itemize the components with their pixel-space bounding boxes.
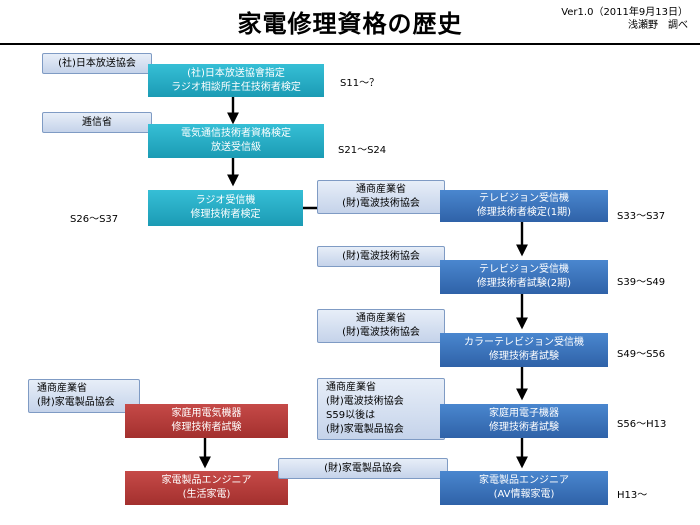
org-text: (財)電波技術協会	[342, 250, 420, 262]
org-label-teishin: 逓信省	[42, 112, 152, 133]
author-label: 浅瀬野 調べ	[628, 20, 688, 31]
cert-line: (社)日本放送協會指定	[187, 67, 285, 79]
org-text: (社)日本放送協会	[58, 57, 136, 69]
org-label-tsusan-denpa-2: 通商産業省 (財)電波技術協会	[317, 309, 445, 343]
era-s26: S26～S37	[70, 214, 119, 225]
cert-line: 修理技術者試験	[489, 351, 559, 362]
cert-line: 修理技術者試験(2期)	[476, 278, 572, 289]
era-h13: H13～	[617, 490, 648, 501]
cert-line: ラジオ相談所主任技術者検定	[171, 81, 301, 93]
version-info: Ver1.0（2011年9月13日） 浅瀬野 調べ	[561, 6, 688, 32]
cert-line: 放送受信級	[211, 142, 261, 153]
org-text: 通商産業省	[356, 313, 406, 324]
title-divider	[0, 43, 700, 45]
era-s21: S21～S24	[338, 145, 387, 156]
org-label-tsusan-denpa: 通商産業省 (財)電波技術協会	[317, 180, 445, 214]
cert-line: テレビジョン受信機	[479, 193, 569, 204]
cert-line: (AV情報家電)	[493, 489, 555, 500]
era-s33: S33～S37	[617, 211, 666, 222]
org-label-tsusan-kaden: 通商産業省 (財)家電製品協会	[28, 379, 140, 413]
cert-line: テレビジョン受信機	[479, 264, 569, 275]
org-label-tsusan-denpa-s59: 通商産業省 (財)電波技術協会 S59以後は (財)家電製品協会	[317, 378, 445, 440]
era-s49: S49～S56	[617, 349, 666, 360]
org-text: S59以後は	[326, 410, 376, 421]
org-text: (財)電波技術協会	[342, 327, 420, 338]
org-text: 通商産業省	[326, 382, 376, 393]
cert-line: (生活家電)	[182, 489, 231, 500]
cert-color-tv: カラーテレビジョン受信機 修理技術者試験	[440, 333, 608, 367]
org-text: 通商産業省	[356, 184, 406, 195]
cert-home-electric: 家庭用電気機器 修理技術者試験	[125, 404, 288, 438]
page-title: 家電修理資格の歴史	[237, 10, 463, 38]
cert-line: 家電製品エンジニア	[479, 475, 569, 486]
org-text: (財)電波技術協会	[342, 198, 420, 209]
org-text: (財)電波技術協会	[326, 396, 404, 407]
era-s56: S56～H13	[617, 419, 667, 430]
cert-engineer-av: 家電製品エンジニア (AV情報家電)	[440, 471, 608, 505]
cert-line: 修理技術者検定	[190, 209, 261, 220]
org-text: (財)家電製品協会	[326, 424, 404, 435]
cert-line: 家庭用電気機器	[171, 408, 242, 419]
cert-radio-receiver: ラジオ受信機 修理技術者検定	[148, 190, 303, 226]
cert-line: 電気通信技術者資格検定	[181, 128, 291, 139]
org-text: (財)家電製品協会	[37, 397, 115, 408]
era-s39: S39～S49	[617, 277, 666, 288]
org-text: 通商産業省	[37, 383, 87, 394]
cert-tv-1: テレビジョン受信機 修理技術者検定(1期)	[440, 190, 608, 222]
cert-line: 家庭用電子機器	[489, 408, 559, 419]
cert-denki-tsushin: 電気通信技術者資格検定 放送受信級	[148, 124, 324, 158]
cert-line: 修理技術者試験	[171, 422, 242, 433]
cert-line: 家電製品エンジニア	[161, 475, 252, 486]
era-s11: S11～？	[340, 78, 380, 89]
cert-line: 修理技術者試験	[489, 422, 559, 433]
org-label-kaden-kyokai: (財)家電製品協会	[278, 458, 448, 479]
cert-line: ラジオ受信機	[195, 195, 256, 206]
org-text: (財)家電製品協会	[324, 462, 402, 474]
org-label-denpa: (財)電波技術協会	[317, 246, 445, 267]
cert-engineer-life: 家電製品エンジニア (生活家電)	[125, 471, 288, 505]
org-label-nhk: (社)日本放送協会	[42, 53, 152, 74]
cert-home-electronic: 家庭用電子機器 修理技術者試験	[440, 404, 608, 438]
version-label: Ver1.0（2011年9月13日）	[561, 7, 688, 18]
org-text: 逓信省	[82, 116, 112, 128]
cert-line: 修理技術者検定(1期)	[476, 207, 572, 218]
cert-line: カラーテレビジョン受信機	[464, 337, 584, 348]
cert-radio-consult: (社)日本放送協會指定 ラジオ相談所主任技術者検定	[148, 64, 324, 97]
cert-tv-2: テレビジョン受信機 修理技術者試験(2期)	[440, 260, 608, 294]
